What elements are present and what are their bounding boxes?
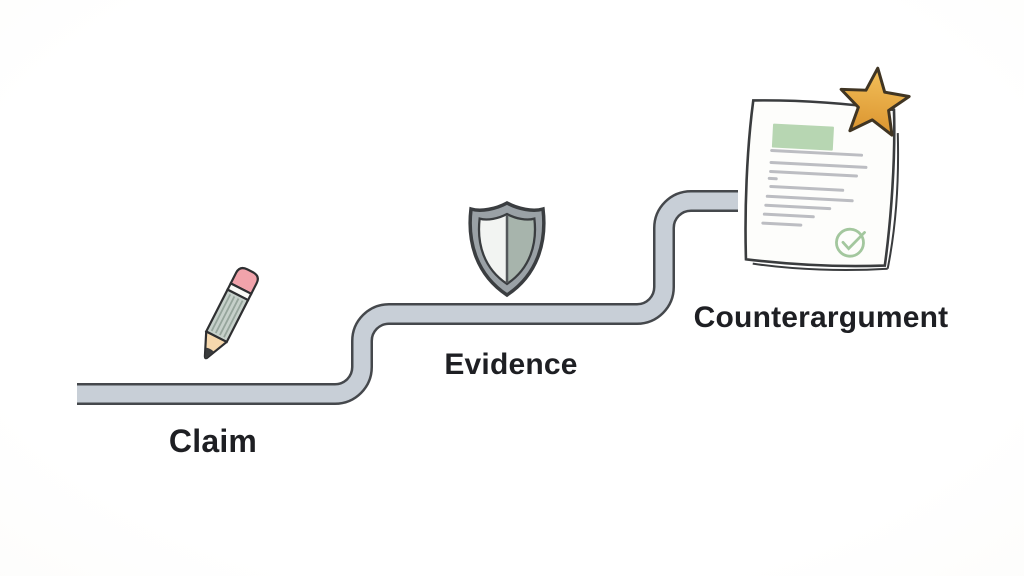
step-label-claim: Claim	[168, 423, 258, 459]
star-icon	[839, 66, 911, 137]
step-label-evidence: Evidence	[444, 348, 578, 381]
document-title-block	[771, 123, 834, 151]
document-text-lines	[761, 148, 868, 227]
shield-icon	[468, 201, 546, 297]
pencil-icon	[203, 266, 259, 360]
step-label-counterargument: Counterargument	[693, 301, 949, 334]
check-icon	[835, 227, 866, 258]
argument-path	[77, 190, 738, 405]
